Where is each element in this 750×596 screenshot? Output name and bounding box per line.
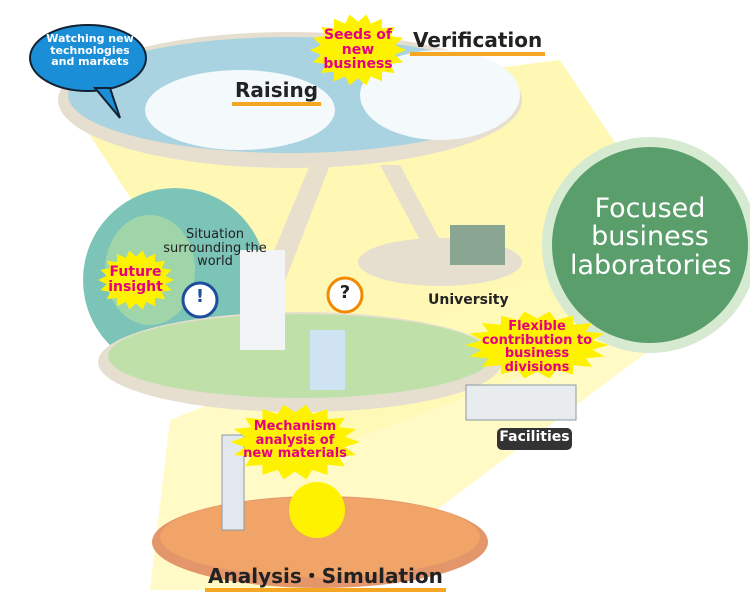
situation-label: Situation surrounding the world	[163, 227, 267, 270]
facilities-badge	[497, 428, 572, 450]
starburst	[230, 404, 360, 480]
starburst	[310, 14, 406, 86]
facilities-building	[465, 384, 577, 421]
watching-label: Watching new technologies and markets	[46, 32, 134, 69]
mechanism-label: Mechanism analysis of new materials	[243, 419, 347, 462]
future-insight-label: Future insight	[108, 264, 163, 295]
seeds-label: Seeds of new business	[323, 27, 393, 73]
starburst	[465, 311, 609, 379]
raising-heading: Raising	[232, 78, 322, 106]
facilities-label: Facilities	[499, 429, 570, 445]
speech-bubble	[29, 24, 147, 92]
focused-labs-title: Focused business laboratories	[570, 193, 732, 281]
question-mark: ?	[339, 282, 351, 303]
starburst	[98, 250, 174, 310]
university-label: University	[428, 292, 509, 308]
verification-heading: Verification	[410, 28, 546, 56]
exclamation-mark: !	[195, 286, 205, 307]
flexible-contribution-label: Flexible contribution to business divisi…	[481, 319, 593, 375]
analysis-simulation-heading: Analysis・Simulation	[205, 564, 446, 592]
